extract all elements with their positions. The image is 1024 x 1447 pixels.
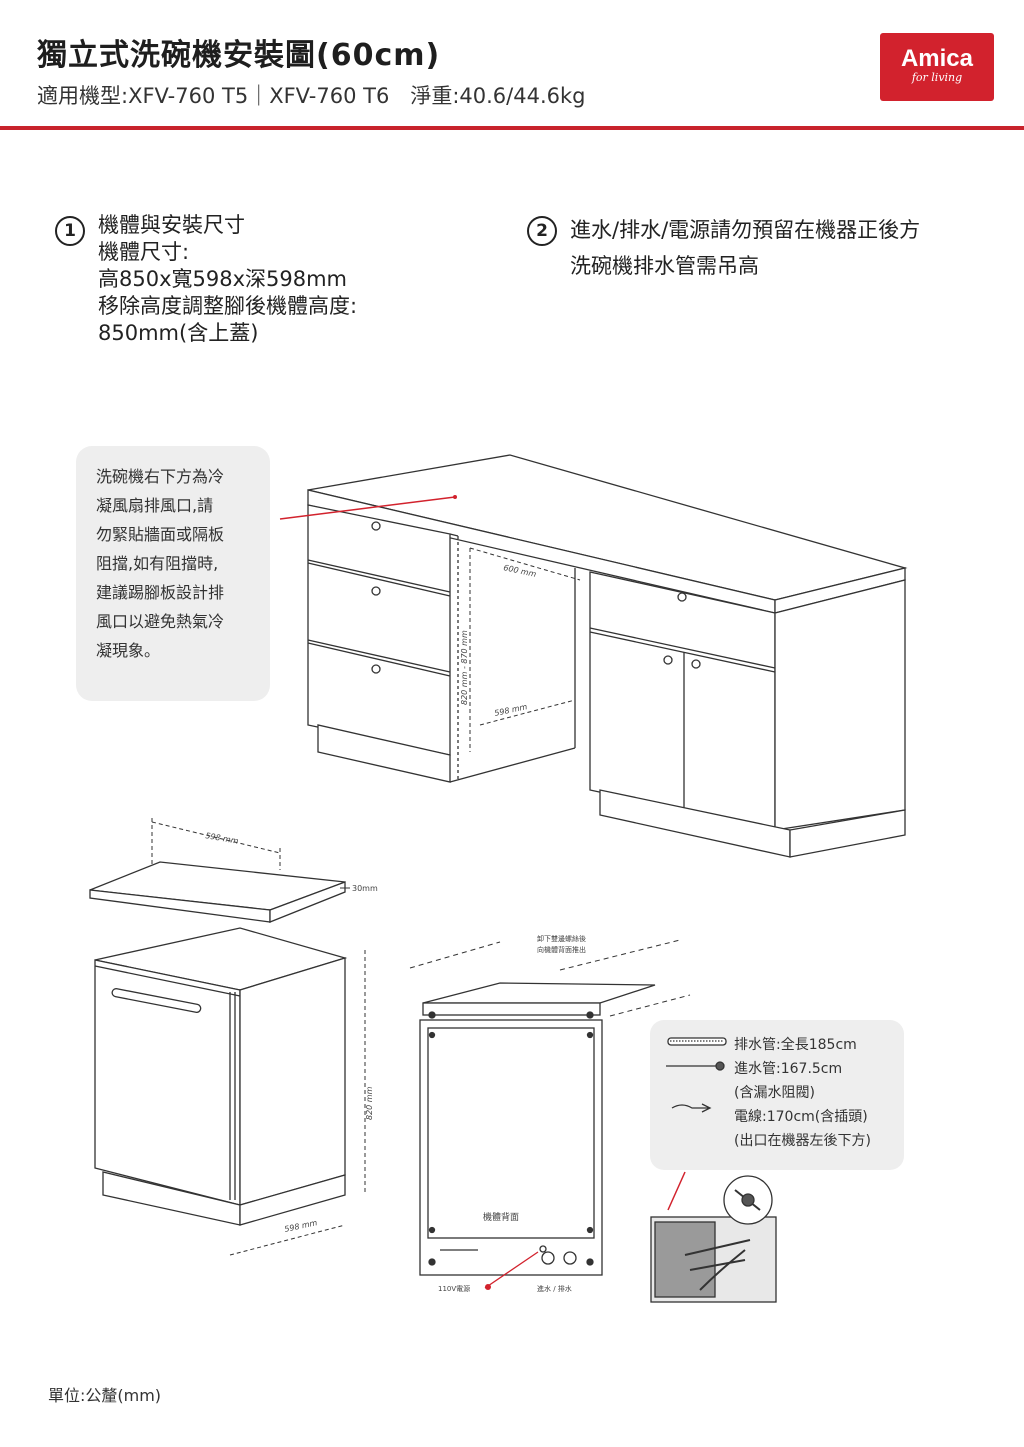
rear-connection-detail [650,1171,777,1303]
vent-pointer-line [279,496,456,520]
note-line: 凝風扇排風口,請 [96,496,214,515]
note-line: 阻擋,如有阻擋時, [96,554,219,573]
inlet-hose-note: (含漏水阻閥) [734,1085,815,1101]
section-1-line: 機體與安裝尺寸 [98,213,245,237]
inlet-hose-label: 進水管:167.5cm [734,1061,843,1077]
ventilation-note-text: 洗碗機右下方為冷 凝風扇排風口,請 勿緊貼牆面或隔板 阻擋,如有阻擋時, 建議踢… [96,462,256,665]
back-note-line-1: 卸下雙邊螺絲後 [537,934,586,943]
opening-width-label: 600 mm [503,563,538,579]
section-1-line: 機體尺寸: [98,240,190,264]
section-2-line: 進水/排水/電源請勿預留在機器正後方 [570,218,921,242]
header: 獨立式洗碗機安裝圖(60cm) 適用機型:XFV-760 T5｜XFV-760 … [0,0,1024,127]
back-panel-label: 機體背面 [483,1211,519,1223]
section-2-number: 2 [527,216,557,246]
unit-note: 單位:公釐(mm) [48,1386,162,1405]
opening-depth-label: 598 mm [494,702,529,718]
dishwasher-back-view [409,939,691,1276]
power-cord-icon [671,1103,712,1113]
power-pointer-line [484,1251,539,1289]
dishwasher-body [94,927,366,1256]
power-cord-label: 電線:170cm(含插頭) [734,1109,868,1125]
top-width-label: 598 mm [205,831,240,846]
back-note-line-2: 向機體背面推出 [537,945,586,954]
legend-icons [666,1037,727,1113]
water-connection-label: 進水 / 排水 [537,1284,572,1293]
power-cord-note: (出口在機器左後下方) [734,1133,871,1149]
top-thickness-label: 30mm [352,884,378,893]
section-1-line: 移除高度調整腳後機體高度: [98,294,358,318]
note-line: 風口以避免熱氣冷 [96,612,225,631]
opening-height-label: 820 mm - 870 mm [460,630,469,705]
section-1-text: 機體與安裝尺寸 機體尺寸: 高850x寬598x深598mm 移除高度調整腳後機… [98,212,357,347]
page-title: 獨立式洗碗機安裝圖(60cm) [37,38,441,73]
drain-hose-label: 排水管:全長185cm [734,1037,857,1053]
vent-pointer-dot [453,495,457,499]
section-2-line: 洗碗機排水管需吊高 [570,254,759,278]
section-1-number: 1 [55,216,85,246]
section-1-line: 850mm(含上蓋) [98,321,259,345]
ventilation-note: 洗碗機右下方為冷 凝風扇排風口,請 勿緊貼牆面或隔板 阻擋,如有阻擋時, 建議踢… [76,446,270,701]
note-line: 建議踢腳板設計排 [96,583,225,602]
note-line: 勿緊貼牆面或隔板 [96,525,225,544]
power-outlet-label: 110V電源 [438,1284,470,1293]
body-height-label: 820 mm [365,1086,374,1120]
amica-logo: Amica for living [880,33,994,101]
dishwasher-top-cover [89,818,350,923]
page-subtitle: 適用機型:XFV-760 T5｜XFV-760 T6 淨重:40.6/44.6k… [37,84,586,108]
body-depth-label: 598 mm [284,1218,319,1234]
kitchen-cabinet-drawing [307,454,908,858]
section-2-text: 進水/排水/電源請勿預留在機器正後方 洗碗機排水管需吊高 [570,212,920,284]
power-pointer-dot [485,1284,491,1290]
note-line: 凝現象。 [96,641,161,660]
logo-slogan: for living [911,71,963,84]
note-line: 洗碗機右下方為冷 [96,467,225,486]
logo-brand: Amica [900,45,974,72]
header-divider [0,126,1024,130]
section-1-line: 高850x寬598x深598mm [98,267,348,291]
